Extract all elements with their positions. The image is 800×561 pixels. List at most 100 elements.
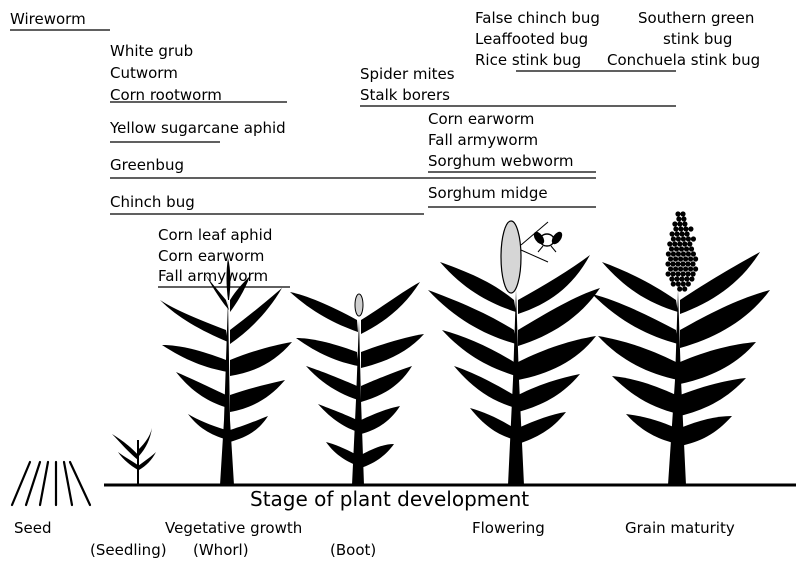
pest-label-rice-stink-bug: Rice stink bug xyxy=(475,51,581,69)
grain-kernel xyxy=(673,266,678,271)
grain-kernel xyxy=(675,231,680,236)
pest-label-conchuela-stink-bug: Conchuela stink bug xyxy=(607,51,760,69)
stage-label-vegetative-growth: Vegetative growth xyxy=(165,519,302,537)
grain-kernel xyxy=(681,251,686,256)
grain-kernel xyxy=(672,221,677,226)
grain-kernel xyxy=(688,266,693,271)
grain-kernel xyxy=(687,241,692,246)
stage-label-flowering: Flowering xyxy=(472,519,545,537)
grain-kernel xyxy=(677,286,682,291)
pest-label-yellow-sugarcane-aphid: Yellow sugarcane aphid xyxy=(109,119,286,137)
grain-kernel xyxy=(691,251,696,256)
grain-kernel xyxy=(685,261,690,266)
boot-head xyxy=(355,294,363,316)
pest-label-greenbug: Greenbug xyxy=(110,156,184,174)
grain-kernel xyxy=(678,226,683,231)
grain-kernel xyxy=(676,281,681,286)
grain-kernel xyxy=(670,261,675,266)
grain-kernel xyxy=(677,241,682,246)
flowering-panicle xyxy=(501,221,521,293)
grain-kernel xyxy=(684,276,689,281)
grain-kernel xyxy=(681,216,686,221)
grain-kernel xyxy=(665,261,670,266)
grain-kernel xyxy=(688,226,693,231)
grain-kernel xyxy=(684,246,689,251)
grain-kernel xyxy=(680,211,685,216)
grain-maturity-plant-illustration xyxy=(592,211,770,485)
pest-label-false-chinch-bug: False chinch bug xyxy=(475,9,600,27)
pest-label-fall-armyworm-early: Fall armyworm xyxy=(158,267,268,285)
grain-kernel xyxy=(686,281,691,286)
grain-kernel xyxy=(673,226,678,231)
grain-kernel xyxy=(685,231,690,236)
grain-kernel xyxy=(682,221,687,226)
grain-kernel xyxy=(666,271,671,276)
pest-label-southern-green-line2: stink bug xyxy=(663,30,732,48)
grain-kernel xyxy=(666,251,671,256)
seed-illustration xyxy=(12,462,90,505)
pest-label-corn-leaf-aphid: Corn leaf aphid xyxy=(158,226,272,244)
grain-kernel xyxy=(674,276,679,281)
grain-kernel xyxy=(680,261,685,266)
grain-kernel xyxy=(673,256,678,261)
boot-plant-illustration xyxy=(290,282,424,485)
pest-label-sorghum-midge: Sorghum midge xyxy=(428,184,548,202)
pest-label-fall-armyworm-late: Fall armyworm xyxy=(428,131,538,149)
grain-head xyxy=(665,211,698,291)
grain-kernel xyxy=(683,226,688,231)
grain-kernel xyxy=(678,266,683,271)
stage-label-grain-maturity: Grain maturity xyxy=(625,519,735,537)
grain-kernel xyxy=(671,236,676,241)
stage-label-whorl: (Whorl) xyxy=(193,541,249,559)
grain-kernel xyxy=(676,236,681,241)
grain-kernel xyxy=(669,246,674,251)
grain-kernel xyxy=(669,276,674,281)
grain-kernel xyxy=(680,231,685,236)
pest-label-sorghum-webworm: Sorghum webworm xyxy=(428,152,574,170)
grain-kernel xyxy=(690,261,695,266)
grain-kernel xyxy=(677,221,682,226)
pest-label-wireworm: Wireworm xyxy=(10,10,86,28)
sorghum-midge-insect-icon xyxy=(532,230,565,252)
grain-kernel xyxy=(681,271,686,276)
pest-label-leaffooted-bug: Leaffooted bug xyxy=(475,30,588,48)
grain-kernel xyxy=(693,256,698,261)
grain-kernel xyxy=(691,271,696,276)
grain-kernel xyxy=(689,246,694,251)
grain-kernel xyxy=(689,276,694,281)
grain-kernel xyxy=(671,281,676,286)
grain-kernel xyxy=(686,251,691,256)
grain-kernel xyxy=(681,236,686,241)
pest-label-southern-green-line1: Southern green xyxy=(638,9,754,27)
axis-title: Stage of plant development xyxy=(250,487,529,511)
pest-label-corn-rootworm: Corn rootworm xyxy=(110,86,222,104)
grain-kernel xyxy=(686,236,691,241)
grain-kernel xyxy=(681,281,686,286)
grain-kernel xyxy=(691,236,696,241)
flowering-plant-illustration xyxy=(428,221,600,485)
grain-kernel xyxy=(676,216,681,221)
grain-kernel xyxy=(672,241,677,246)
grain-kernel xyxy=(676,251,681,256)
grain-kernel xyxy=(676,271,681,276)
grain-kernel xyxy=(683,266,688,271)
grain-kernel xyxy=(682,286,687,291)
stage-label-seedling: (Seedling) xyxy=(90,541,167,559)
grain-kernel xyxy=(668,266,673,271)
pest-label-spider-mites: Spider mites xyxy=(360,65,455,83)
seedling-plant-illustration xyxy=(112,428,156,485)
pest-label-corn-earworm-late: Corn earworm xyxy=(428,110,534,128)
pest-label-white-grub: White grub xyxy=(110,42,193,60)
pest-label-cutworm: Cutworm xyxy=(110,64,178,82)
grain-kernel xyxy=(667,241,672,246)
grain-kernel xyxy=(679,246,684,251)
pest-label-stalk-borers: Stalk borers xyxy=(360,86,450,104)
grain-kernel xyxy=(675,211,680,216)
pest-labels: Wireworm White grub Cutworm Corn rootwor… xyxy=(10,9,760,287)
grain-kernel xyxy=(675,261,680,266)
whorl-plant-illustration xyxy=(160,258,292,485)
grain-kernel xyxy=(688,256,693,261)
grain-kernel xyxy=(679,276,684,281)
stage-label-seed: Seed xyxy=(14,519,52,537)
